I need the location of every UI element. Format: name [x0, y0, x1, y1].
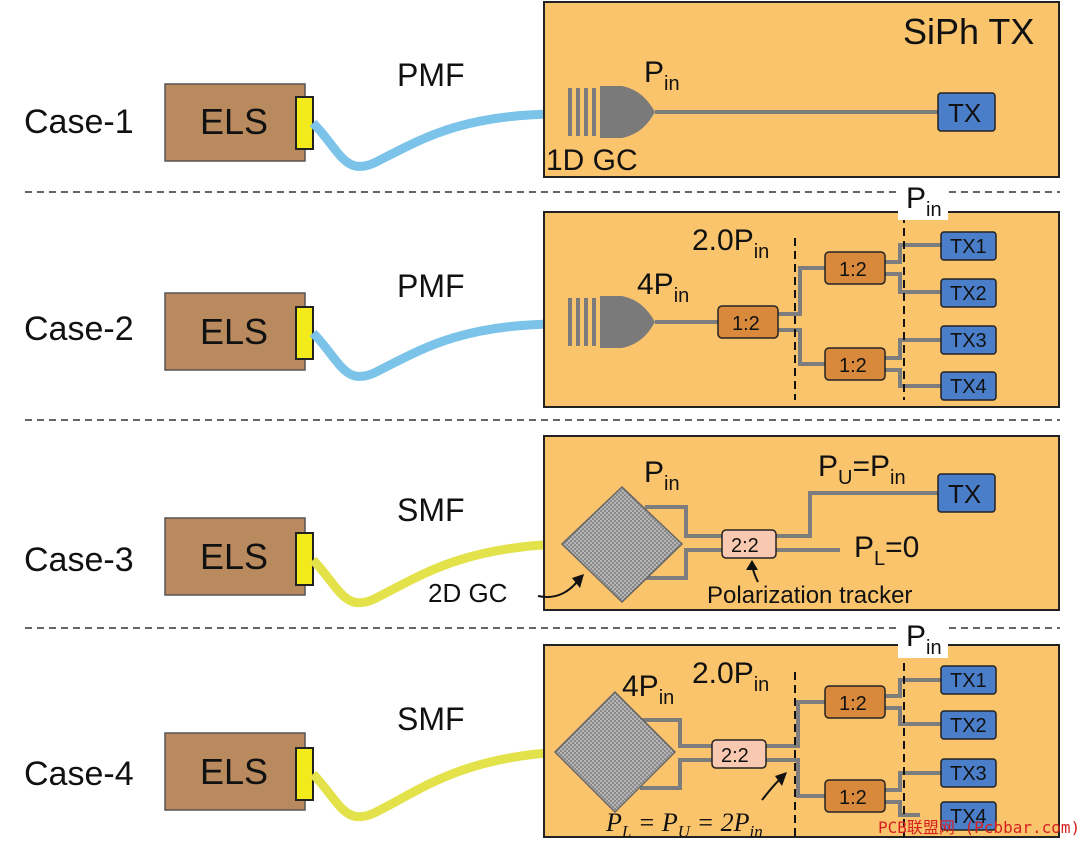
- fiber-label-1: PMF: [397, 57, 465, 93]
- pmf-fiber-2: [309, 319, 556, 381]
- case-1: Case-1 ELS PMF SiPh TX Pin 1D GC TX: [24, 1, 1060, 178]
- smf-fiber-4: [309, 747, 561, 822]
- tx-box-4-2: [940, 710, 997, 740]
- fiber-label-3: SMF: [397, 492, 465, 528]
- pin-label-2-bg: [898, 182, 948, 220]
- els-label-1: ELS: [200, 101, 268, 142]
- splitter-4-1-label: 1:2: [839, 693, 867, 715]
- tx-box-1: [937, 92, 996, 132]
- els-label-4: ELS: [200, 751, 268, 792]
- splitter-2-3-label: 1:2: [839, 355, 867, 377]
- splitter-2-3: [824, 347, 886, 381]
- tx-label-2-1: TX1: [950, 236, 987, 258]
- splitter-2-2-label: 1:2: [839, 259, 867, 281]
- tx-box-4-4: [940, 801, 997, 831]
- polarization-tracker-4: [711, 739, 767, 769]
- tx-box-2-2: [940, 278, 997, 308]
- pin-label-2-top: Pin: [906, 182, 942, 221]
- tracker-arrowhead-3: [746, 560, 758, 570]
- waveguides-4: [640, 678, 941, 817]
- pmf-fiber-1: [309, 109, 556, 171]
- tx-label-4-1: TX1: [950, 670, 987, 692]
- pin-label-1: Pin: [644, 56, 680, 95]
- tx-label-2-3: TX3: [950, 330, 987, 352]
- case-1-label: Case-1: [24, 103, 134, 141]
- tx-box-3: [937, 473, 996, 513]
- els-connector-2: [295, 306, 314, 360]
- grating-coupler-1d-2: [568, 296, 655, 348]
- case-3: Case-3 ELS SMF 2:2 TX Pin PU=Pin PL=0 Po…: [24, 435, 1060, 611]
- els-box-4: [164, 732, 306, 811]
- case-4: Case-4 ELS SMF 2:2 1:2 1:2 TX1 TX2: [24, 620, 1060, 841]
- tx-label-4-2: TX2: [950, 715, 987, 737]
- tx-label-2-4: TX4: [950, 376, 987, 398]
- fiber-label-2: PMF: [397, 268, 465, 304]
- splitter-2-1-label: 1:2: [732, 313, 760, 335]
- tx-label-4-3: TX3: [950, 763, 987, 785]
- waveguides-2: [655, 243, 941, 388]
- tx-label-4-4: TX4: [950, 806, 987, 828]
- smf-fiber-3: [309, 539, 561, 608]
- pin-label-4-mid: 2.0Pin: [692, 657, 769, 696]
- pin-label-2-gc: 4Pin: [637, 268, 689, 307]
- chip-title: SiPh TX: [903, 11, 1034, 52]
- splitter-4-1: [824, 685, 886, 719]
- gc-arrowhead-3: [572, 574, 584, 588]
- pu-label-3: PU=Pin: [818, 450, 906, 489]
- tracker-arrowhead-4: [775, 772, 787, 786]
- grating-coupler-1d-1: [568, 86, 655, 138]
- splitter-4-2: [824, 779, 886, 813]
- pin-label-4-top: Pin: [906, 620, 942, 659]
- splitter-4-2-label: 1:2: [839, 787, 867, 809]
- tx-box-2-4: [940, 371, 997, 401]
- polarization-tracker-3: [721, 529, 777, 559]
- pin-label-4-bg: [898, 620, 948, 658]
- els-label-2: ELS: [200, 311, 268, 352]
- tx-label-1: TX: [948, 98, 981, 128]
- case-4-label: Case-4: [24, 755, 134, 793]
- case-2-label: Case-2: [24, 310, 134, 348]
- tracker-caption-3: Polarization tracker: [707, 582, 912, 609]
- case-3-label: Case-3: [24, 541, 134, 579]
- pl-label-3: PL=0: [854, 531, 919, 570]
- tx-box-2-3: [940, 325, 997, 355]
- watermark: PCB联盟网 (Pcbbar.com): [878, 818, 1080, 837]
- els-connector-1: [295, 96, 314, 150]
- tracker-label-4: 2:2: [721, 745, 749, 767]
- els-connector-4: [295, 747, 314, 801]
- tx-box-4-1: [940, 665, 997, 695]
- tx-box-2-1: [940, 231, 997, 261]
- case-2: Case-2 ELS PMF 1:2 1:2: [24, 182, 1060, 408]
- gc-2d-label-3: 2D GC: [428, 578, 507, 608]
- waveguides-3: [645, 491, 938, 580]
- tx-label-2-2: TX2: [950, 283, 987, 305]
- pin-label-2-mid: 2.0Pin: [692, 224, 769, 263]
- splitter-2-2: [824, 251, 886, 285]
- power-equation-4: PL = PU = 2Pin: [605, 808, 763, 841]
- pin-label-3: Pin: [644, 456, 680, 495]
- els-label-3: ELS: [200, 536, 268, 577]
- els-box-1: [164, 83, 306, 162]
- els-connector-3: [295, 532, 314, 586]
- grating-coupler-2d-3: [560, 485, 684, 604]
- els-box-3: [164, 517, 306, 596]
- tx-box-4-3: [940, 758, 997, 788]
- tx-label-3: TX: [948, 479, 981, 509]
- fiber-label-4: SMF: [397, 701, 465, 737]
- grating-coupler-2d-4: [553, 690, 677, 814]
- splitter-2-1: [717, 305, 779, 339]
- tracker-label-3: 2:2: [731, 535, 759, 557]
- pin-label-4-gc: 4Pin: [622, 670, 674, 709]
- grating-label-1d: 1D GC: [546, 144, 638, 177]
